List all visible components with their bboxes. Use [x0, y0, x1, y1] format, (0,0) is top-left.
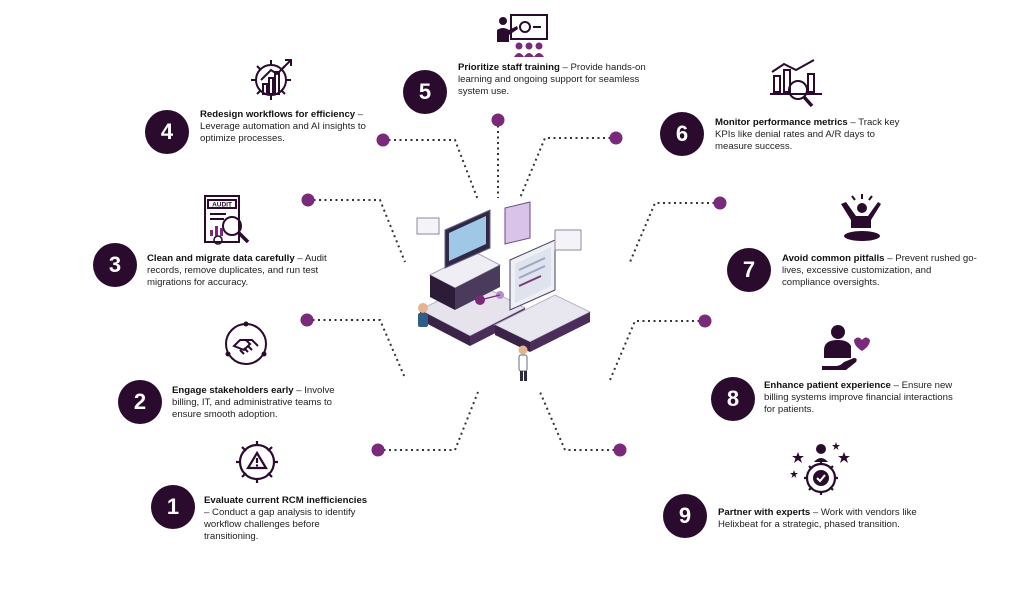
step-9-title: Partner with experts	[718, 507, 811, 518]
step-5-separator: –	[559, 62, 571, 73]
step-6-separator: –	[847, 117, 859, 128]
step-3-separator: –	[294, 253, 305, 264]
step-2-title: Engage stakeholders early	[172, 385, 294, 396]
handshake-icon	[225, 321, 267, 365]
step-7-text: Avoid common pitfalls – Prevent rushed g…	[782, 253, 982, 289]
svg-text:AUDIT: AUDIT	[212, 202, 232, 209]
step-7-number-badge: 7	[727, 248, 771, 292]
step-7-title: Avoid common pitfalls	[782, 253, 885, 264]
step-8-number-badge: 8	[711, 377, 755, 421]
warning-gear-icon	[236, 441, 278, 483]
step-4-title: Redesign workflows for efficiency	[200, 109, 356, 120]
step-5-number-badge: 5	[403, 70, 447, 114]
step-1-text: Evaluate current RCM inefficiencies – Co…	[204, 495, 369, 543]
step-8-description: Ensure new billing systems improve finan…	[764, 380, 953, 415]
trainer-presentation-icon	[497, 14, 548, 57]
step-6-number-badge: 6	[660, 112, 704, 156]
step-3-description: Audit records, remove duplicates, and ru…	[147, 253, 327, 288]
step-4-text: Redesign workflows for efficiency – Leve…	[200, 109, 372, 145]
step-6-description: Track key KPIs like denial rates and A/R…	[715, 117, 900, 152]
step-9-text: Partner with experts – Work with vendors…	[718, 507, 923, 531]
patient-heart-hand-icon	[822, 325, 870, 370]
step-6-text: Monitor performance metrics – Track key …	[715, 117, 900, 153]
step-2-text: Engage stakeholders early – Involve bill…	[172, 385, 352, 421]
step-3-text: Clean and migrate data carefully – Audit…	[147, 253, 342, 289]
step-7-separator: –	[884, 253, 896, 264]
step-1-title: Evaluate current RCM inefficiencies	[204, 495, 368, 506]
step-5-description: Provide hands-on learning and ongoing su…	[458, 62, 646, 97]
step-2-number-badge: 2	[118, 380, 162, 424]
step-5-title: Prioritize staff training	[458, 62, 560, 73]
analytics-magnifier-icon	[770, 59, 822, 108]
central-office-illustration-icon	[416, 201, 592, 381]
person-escaping-pit-icon	[841, 194, 881, 241]
step-9-separator: –	[810, 507, 821, 518]
step-5-text: Prioritize staff training – Provide hand…	[458, 62, 658, 98]
step-8-text: Enhance patient experience – Ensure new …	[764, 380, 954, 416]
gear-growth-chart-icon	[251, 59, 292, 100]
step-3-title: Clean and migrate data carefully	[147, 253, 295, 264]
expert-badge-stars-icon	[790, 442, 850, 495]
step-6-title: Monitor performance metrics	[715, 117, 848, 128]
step-3-number-badge: 3	[93, 243, 137, 287]
step-9-description: Work with vendors like Helixbeat for a s…	[718, 507, 917, 530]
step-4-separator: –	[355, 109, 364, 120]
step-4-number-badge: 4	[145, 110, 189, 154]
step-8-title: Enhance patient experience	[764, 380, 891, 391]
step-8-separator: –	[890, 380, 902, 391]
step-2-description: Involve billing, IT, and administrative …	[172, 385, 335, 420]
audit-document-icon: AUDIT	[204, 195, 250, 245]
step-9-number-badge: 9	[663, 494, 707, 538]
step-2-separator: –	[293, 385, 305, 396]
step-4-description: Leverage automation and AI insights to o…	[200, 121, 366, 144]
step-1-separator: –	[204, 507, 213, 518]
step-1-description: Conduct a gap analysis to identify workf…	[204, 507, 356, 542]
step-1-number-badge: 1	[151, 485, 195, 529]
step-7-description: Prevent rushed go-lives, excessive custo…	[782, 253, 977, 288]
